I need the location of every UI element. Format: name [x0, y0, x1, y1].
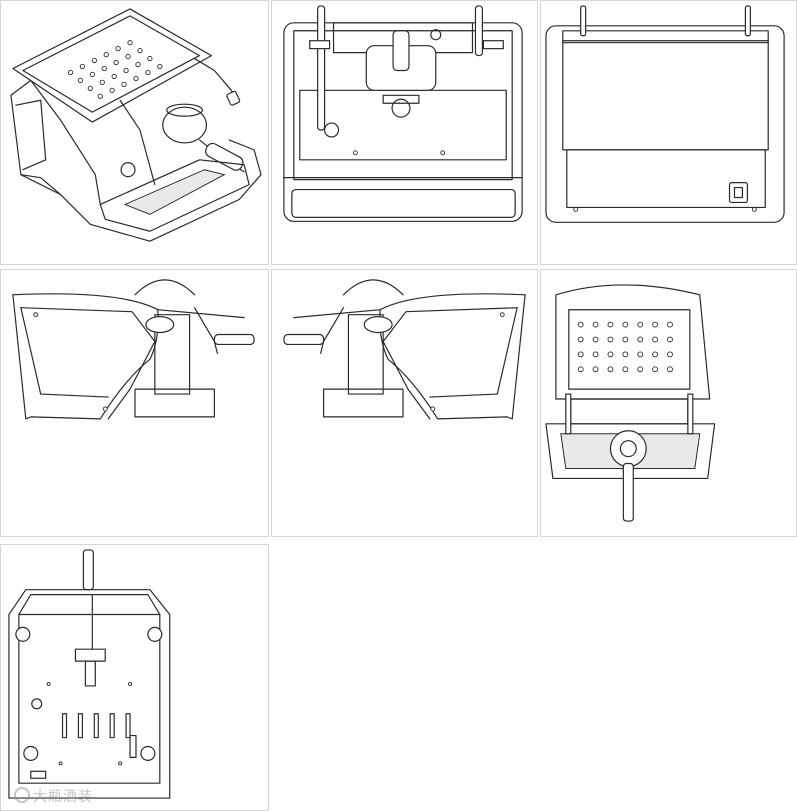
- top-view: [540, 269, 797, 537]
- watermark-text: 大瓶酒装: [33, 789, 93, 805]
- isometric-drawing: [10, 8, 262, 242]
- rear-view: [540, 0, 797, 265]
- left-side-view: [0, 269, 269, 537]
- watermark: 大瓶酒装: [14, 786, 93, 806]
- right-side-drawing: [283, 279, 526, 420]
- isometric-view: [0, 0, 269, 265]
- rear-drawing: [545, 5, 785, 223]
- bottom-drawing: [8, 549, 171, 799]
- bottom-view: [0, 544, 269, 811]
- top-drawing: [545, 284, 716, 522]
- right-side-view: [271, 269, 538, 537]
- watermark-logo-icon: [14, 787, 30, 803]
- top-tray-holes: [577, 321, 673, 373]
- vent-slots: [61, 713, 131, 739]
- front-drawing: [283, 5, 523, 222]
- front-view: [271, 0, 538, 265]
- left-side-drawing: [12, 279, 255, 420]
- tray-holes: [67, 40, 163, 99]
